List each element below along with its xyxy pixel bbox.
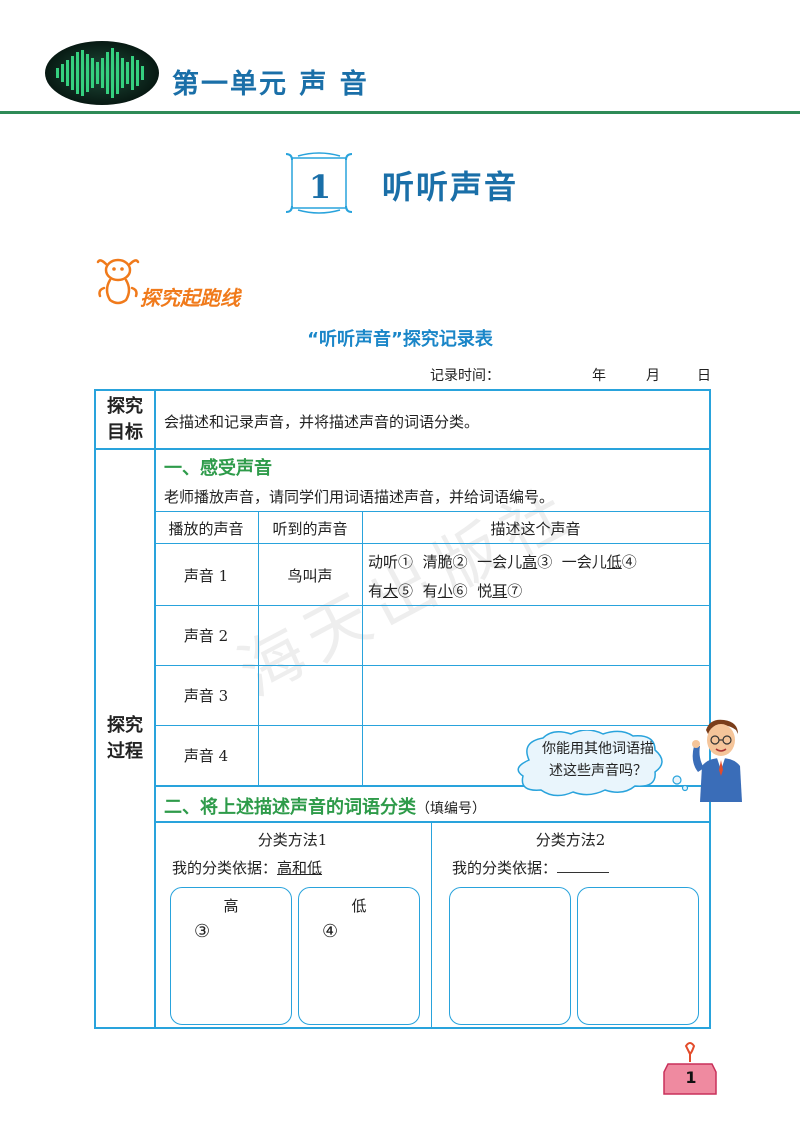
header-rule	[0, 111, 800, 114]
col-header-heard: 听到的声音	[272, 520, 348, 538]
method2-box-a[interactable]	[449, 887, 571, 1025]
row1-sound: 声音 1	[183, 567, 229, 585]
row1-description-line1: 动听① 清脆② 一会儿高③ 一会儿低④	[368, 553, 637, 571]
method1-box-high	[170, 887, 292, 1025]
col-header-describe: 描述这个声音	[490, 520, 581, 538]
part1-instruction: 老师播放声音，请同学们用词语描述声音，并给词语编号。	[164, 488, 555, 506]
row3-sound: 声音 3	[183, 687, 229, 705]
record-time-year: 年	[592, 368, 606, 384]
row1-heard: 鸟叫声	[287, 567, 333, 585]
method1-box-low-item: ④	[322, 921, 339, 942]
method2-basis: 我的分类依据：	[452, 857, 610, 878]
row1-description-line2: 有大⑤ 有小⑥ 悦耳⑦	[368, 582, 523, 600]
method1-box-high-item: ③	[194, 921, 211, 942]
lesson-title: 听听声音	[382, 168, 519, 206]
cow-mascot-icon	[96, 254, 140, 308]
method2-box-b[interactable]	[577, 887, 699, 1025]
part2-heading: 二、将上述描述声音的词语分类	[164, 797, 416, 818]
section-label: 探究起跑线	[140, 286, 240, 310]
process-label-line2: 过程	[107, 741, 143, 762]
lesson-number: 1	[308, 168, 332, 206]
speech-bubble-text: 你能用其他词语描 述这些声音吗？	[542, 741, 654, 779]
method1-box-low	[298, 887, 420, 1025]
part1-heading: 一、感受声音	[164, 458, 272, 479]
goal-label-line2: 目标	[107, 422, 143, 443]
goal-text: 会描述和记录声音，并将描述声音的词语分类。	[164, 413, 480, 431]
record-time-month: 月	[646, 368, 660, 384]
goal-label-line1: 探究	[107, 396, 143, 417]
method1-title: 分类方法1	[257, 831, 328, 849]
speech-bubble	[515, 729, 689, 797]
method1-basis: 我的分类依据：高和低	[172, 859, 323, 877]
part2-heading-note: （填编号）	[416, 801, 486, 817]
record-time-label: 记录时间：	[430, 368, 500, 384]
page-number-tag	[660, 1040, 720, 1100]
row4-sound: 声音 4	[183, 747, 229, 765]
unit-banner-graphic	[44, 40, 160, 106]
lesson-number-frame	[284, 152, 354, 214]
teacher-illustration	[688, 716, 754, 802]
method1-box-low-label: 低	[351, 897, 367, 915]
part2-heading-wrap: 二、将上述描述声音的词语分类（填编号）	[164, 793, 486, 819]
row2-sound: 声音 2	[183, 627, 229, 645]
record-time-day: 日	[697, 368, 711, 384]
method1-box-high-label: 高	[223, 897, 239, 915]
record-table-title: “听听声音”探究记录表	[307, 329, 493, 350]
method2-title: 分类方法2	[535, 831, 606, 849]
record-table: 探究 目标 会描述和记录声音，并将描述声音的词语分类。 探究 过程 一、感受声音…	[94, 389, 711, 1029]
col-header-played: 播放的声音	[168, 520, 244, 538]
process-label-line1: 探究	[107, 715, 143, 736]
unit-title: 第一单元 声 音	[172, 69, 369, 100]
page-number: 1	[685, 1068, 697, 1087]
